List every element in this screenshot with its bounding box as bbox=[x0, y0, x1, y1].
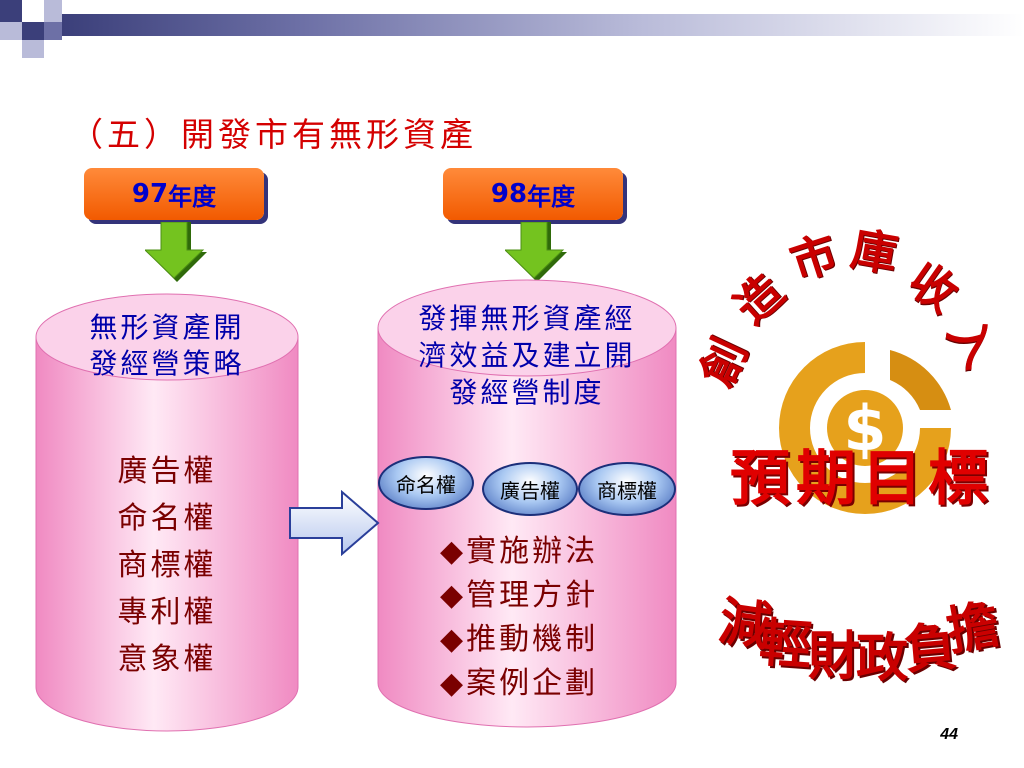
page-number: 44 bbox=[940, 726, 958, 743]
slide-title: （五）開發市有無形資產 bbox=[70, 115, 477, 154]
list-item: 專利權 bbox=[117, 595, 217, 630]
right-cylinder-shape bbox=[377, 279, 677, 728]
goal-bottom-text: 減 輕 財 政 負 擔 bbox=[715, 590, 1004, 689]
svg-text:$: $ bbox=[843, 392, 886, 465]
goal-center-text: 預期目標 bbox=[730, 444, 994, 514]
list-item: 商標權 bbox=[117, 548, 217, 583]
year-98-number: 98 bbox=[490, 179, 528, 209]
bullet-item: ◆實施辦法 bbox=[440, 534, 599, 569]
goal-arc-text: 創 造 市 庫 收 入 bbox=[689, 221, 1008, 395]
left-cylinder-heading: 無形資產開 發經營策略 bbox=[54, 310, 280, 382]
right-bullet-list: ◆實施辦法 ◆管理方針 ◆推動機制 ◆案例企劃 bbox=[440, 530, 598, 706]
year-97-suffix: 年度 bbox=[168, 181, 217, 211]
left-heading-line1: 無形資產開 bbox=[89, 311, 245, 344]
left-heading-line2: 發經營策略 bbox=[89, 347, 245, 380]
bullet-item: ◆管理方針 bbox=[440, 578, 599, 613]
down-arrow-98-icon bbox=[505, 222, 567, 282]
year-98-label: 98 年度 bbox=[443, 168, 623, 220]
dollar-coin-icon: $ bbox=[779, 342, 951, 514]
left-cylinder-shape bbox=[35, 293, 299, 732]
list-item: 命名權 bbox=[117, 501, 217, 536]
right-heading-line1: 發揮無形資產經 bbox=[418, 302, 636, 335]
oval-naming-rights: 命名權 bbox=[378, 456, 474, 510]
bullet-item: ◆推動機制 bbox=[440, 622, 599, 657]
bullet-item: ◆案例企劃 bbox=[440, 666, 599, 701]
header-gradient-bar bbox=[62, 14, 1024, 36]
right-heading-line2: 濟效益及建立開 bbox=[418, 339, 636, 372]
right-heading-line3: 發經營制度 bbox=[449, 376, 605, 409]
list-item: 意象權 bbox=[117, 642, 217, 677]
right-cylinder-heading: 發揮無形資產經 濟效益及建立開 發經營制度 bbox=[386, 300, 668, 411]
year-97-number: 97 bbox=[131, 179, 169, 209]
right-arrow-icon bbox=[289, 490, 380, 556]
year-97-label: 97 年度 bbox=[84, 168, 264, 220]
left-cylinder-items: 廣告權 命名權 商標權 專利權 意象權 bbox=[54, 448, 280, 683]
oval-trademark-rights: 商標權 bbox=[578, 462, 676, 516]
year-98-suffix: 年度 bbox=[527, 181, 576, 211]
list-item: 廣告權 bbox=[117, 454, 217, 489]
oval-advertising-rights: 廣告權 bbox=[482, 462, 578, 516]
down-arrow-97-icon bbox=[145, 222, 207, 282]
header-squares-decoration bbox=[0, 0, 80, 60]
